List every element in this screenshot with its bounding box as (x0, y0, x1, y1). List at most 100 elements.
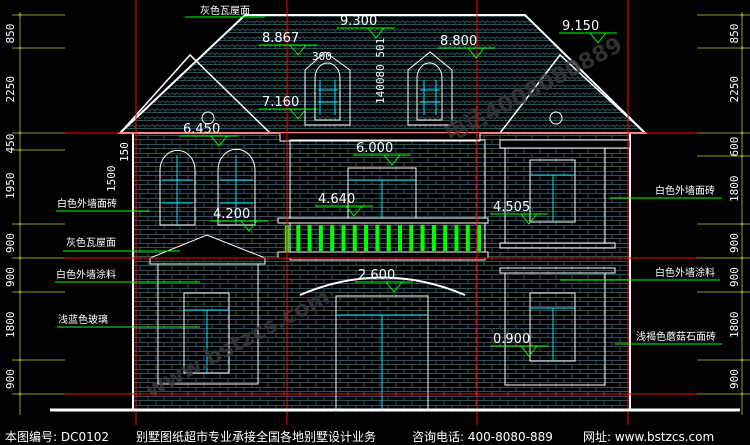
dimension-dot (740, 131, 744, 135)
baluster (409, 225, 414, 251)
baluster (398, 225, 402, 251)
cornice (499, 139, 631, 149)
dimension-label: 1950 (4, 173, 17, 200)
dim-300: 300 (312, 50, 332, 63)
dimension-label: 850 (4, 24, 17, 44)
material-label-left-glass: 浅蓝色玻璃 (58, 313, 108, 326)
dimension-label: 900 (4, 233, 17, 253)
material-label-left-wall-tile: 白色外墙面砖 (57, 197, 117, 210)
baluster (431, 225, 436, 251)
elevation-label: 2.600 (358, 268, 395, 283)
left-bay (149, 234, 266, 385)
right-dimension-chain: 850 2250 600 1800 900 900 1800 900 (697, 13, 750, 396)
balustrade (285, 225, 482, 251)
phone: 咨询电话: 400-8080-889 (412, 430, 553, 444)
dimension-dot (18, 358, 22, 362)
dimension-dot (740, 290, 744, 294)
elevation-label: 8.867 (262, 31, 299, 46)
drawing-number: 本图编号: DC0102 (5, 430, 110, 444)
dimension-dot (740, 154, 744, 158)
elevation-triangle (588, 32, 608, 44)
arched-windows (159, 148, 256, 226)
baluster (296, 225, 301, 251)
elevation-label: 6.000 (356, 141, 393, 156)
dimension-label: 900 (4, 369, 17, 389)
dimension-dot (18, 131, 22, 135)
elevation-label: 9.150 (562, 19, 599, 34)
baluster (454, 225, 459, 251)
elevation-triangle (209, 135, 229, 147)
dimension-label: 900 (728, 267, 741, 287)
dim-dormer-stack: 140080 501 (374, 38, 387, 104)
dimension-dot (18, 148, 22, 152)
elevation-triangle (382, 154, 402, 166)
material-label-right-stone: 浅褐色蘑菇石面砖 (636, 330, 716, 343)
dimension-dot (740, 256, 744, 260)
dimension-lines (19, 12, 743, 415)
elevation-label: 0.900 (493, 332, 530, 347)
baluster (352, 225, 357, 251)
dimension-label: 900 (4, 267, 17, 287)
material-label-left-roof: 灰色瓦屋面 (66, 236, 116, 249)
elevation-label: 7.160 (262, 95, 299, 110)
dimension-dot (18, 392, 22, 396)
elevation-label: 4.200 (213, 207, 250, 222)
baluster (477, 225, 482, 251)
baluster (307, 225, 312, 251)
elevation-triangle (239, 220, 259, 232)
elevation-label: 4.505 (493, 200, 530, 215)
baluster (465, 225, 470, 251)
dimension-dot (18, 256, 22, 260)
elevation-triangle (519, 345, 539, 357)
elevation-triangle (466, 47, 486, 59)
dimension-label: 450 (4, 134, 17, 154)
elevation-triangle (366, 27, 386, 39)
dimension-label: 1800 (728, 176, 741, 203)
material-label-left-paint: 白色外墙涂料 (56, 268, 116, 281)
dimension-dot (740, 222, 744, 226)
baluster (443, 225, 448, 251)
dimension-label: 1800 (728, 312, 741, 339)
elevation-markers: 9.300 8.867 8.800 9.150 7.160 6.450 6.000 4.640… (180, 14, 617, 357)
slogan: 别墅图纸超市专业承接全国各地别墅设计业务 (136, 430, 377, 444)
footer-bar: 本图编号: DC0102 别墅图纸超市专业承接全国各地别墅设计业务 咨询电话: … (0, 425, 750, 445)
dimension-label: 1800 (4, 312, 17, 339)
baluster (420, 225, 425, 251)
dimension-dot (740, 13, 744, 17)
dormer-windows (304, 51, 453, 126)
dimension-label: 2250 (4, 76, 17, 103)
dimension-label: 900 (728, 233, 741, 253)
baluster (375, 225, 380, 251)
elevation-label: 4.640 (318, 192, 355, 207)
material-label-roof-top: 灰色瓦屋面 (200, 4, 250, 17)
dimension-dot (18, 13, 22, 17)
dimension-dot (740, 358, 744, 362)
elevation-triangle (384, 281, 404, 293)
dimension-dot (18, 290, 22, 294)
elevation-canvas: www.bstzcs.com 电话4008080889 850225045019… (4, 0, 750, 425)
axis-lines (65, 0, 700, 425)
dimension-dot (740, 392, 744, 396)
elevation-label: 8.800 (440, 34, 477, 49)
right-bay (499, 147, 616, 386)
elevation-label: 9.300 (340, 14, 377, 29)
dim-150: 150 (118, 142, 131, 162)
dimension-label: 850 (728, 24, 741, 44)
elevation-triangle (288, 108, 308, 120)
dimension-label: 900 (728, 369, 741, 389)
dimension-dot (18, 222, 22, 226)
elevation-label: 6.450 (183, 122, 220, 137)
material-label-right-wall-tile: 白色外墙面砖 (655, 184, 715, 197)
dimension-dot (740, 46, 744, 50)
baluster (330, 225, 335, 251)
elevation-triangle (288, 44, 308, 56)
center-section (277, 139, 489, 411)
baluster (364, 225, 369, 251)
dimension-dot (18, 46, 22, 50)
material-label-right-paint: 白色外墙涂料 (655, 266, 715, 279)
website: 网址: www.bstzcs.com (583, 430, 715, 444)
baluster (386, 225, 391, 251)
baluster (318, 225, 323, 251)
dimension-label: 600 (728, 137, 741, 157)
dimension-label: 2250 (728, 76, 741, 103)
